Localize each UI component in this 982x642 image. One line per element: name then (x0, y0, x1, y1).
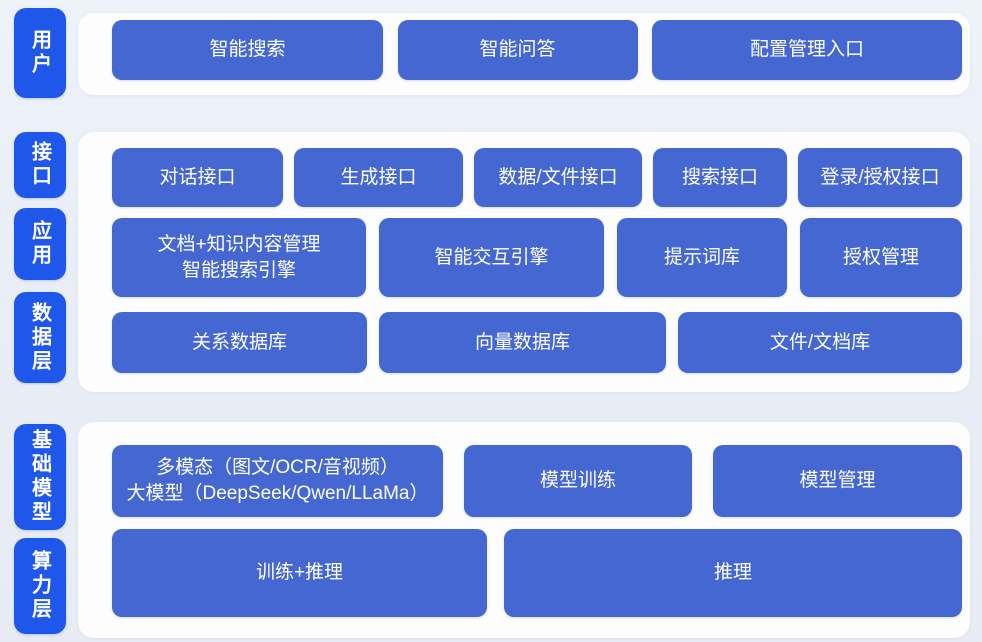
panel-middle-layers: 对话接口 生成接口 数据/文件接口 搜索接口 登录/授权接口 文档+知识内容管理… (78, 132, 970, 392)
panel-bottom-layers: 多模态（图文/OCR/音视频） 大模型（DeepSeek/Qwen/LLaMa）… (78, 422, 970, 638)
layer-label-data-layer: 数据层 (14, 292, 66, 383)
node-model-management: 模型管理 (713, 445, 962, 517)
node-generation-api: 生成接口 (294, 148, 463, 207)
node-search-api: 搜索接口 (653, 148, 787, 207)
row-application: 文档+知识内容管理 智能搜索引擎 智能交互引擎 提示词库 授权管理 (112, 218, 962, 297)
row-user: 智能搜索 智能问答 配置管理入口 (112, 20, 962, 80)
node-dialog-api: 对话接口 (112, 148, 283, 207)
panel-user-layer: 智能搜索 智能问答 配置管理入口 (78, 13, 970, 95)
node-doc-knowledge-search-engine: 文档+知识内容管理 智能搜索引擎 (112, 218, 366, 297)
row-data-layer: 关系数据库 向量数据库 文件/文档库 (112, 312, 962, 373)
node-training-plus-inference: 训练+推理 (112, 529, 487, 617)
node-file-document-store: 文件/文档库 (678, 312, 962, 373)
layer-label-base-model: 基础模型 (14, 424, 66, 530)
node-relational-database: 关系数据库 (112, 312, 367, 373)
node-data-file-api: 数据/文件接口 (474, 148, 642, 207)
node-smart-qa: 智能问答 (397, 20, 638, 80)
row-interface: 对话接口 生成接口 数据/文件接口 搜索接口 登录/授权接口 (112, 148, 962, 207)
row-compute-layer: 训练+推理 推理 (112, 529, 962, 617)
node-login-auth-api: 登录/授权接口 (798, 148, 962, 207)
node-model-training: 模型训练 (464, 445, 692, 517)
node-authorization-management: 授权管理 (800, 218, 962, 297)
layer-label-user: 用户 (14, 8, 66, 98)
node-vector-database: 向量数据库 (379, 312, 666, 373)
layer-label-application: 应用 (14, 208, 66, 280)
row-base-model: 多模态（图文/OCR/音视频） 大模型（DeepSeek/Qwen/LLaMa）… (112, 445, 962, 517)
layer-label-compute-layer: 算力层 (14, 538, 66, 634)
node-prompt-library: 提示词库 (617, 218, 787, 297)
node-multimodal-large-model: 多模态（图文/OCR/音视频） 大模型（DeepSeek/Qwen/LLaMa） (112, 445, 443, 517)
node-inference: 推理 (504, 529, 962, 617)
node-config-management-entry: 配置管理入口 (652, 20, 962, 80)
layer-label-interface: 接口 (14, 132, 66, 198)
node-smart-search: 智能搜索 (112, 20, 383, 80)
node-smart-interaction-engine: 智能交互引擎 (379, 218, 604, 297)
